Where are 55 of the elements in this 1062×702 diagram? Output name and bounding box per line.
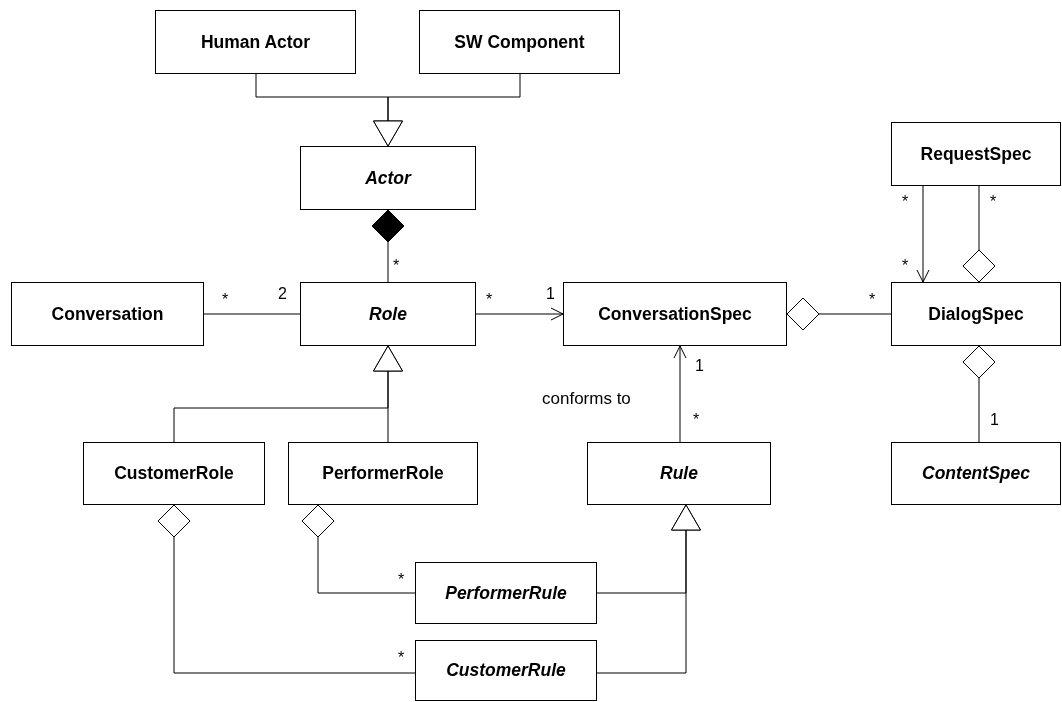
class-box	[155, 10, 356, 74]
class-name: RequestSpec	[920, 143, 1032, 165]
class-box	[891, 122, 1061, 186]
class-name: ConversationSpec	[598, 303, 752, 325]
class-box	[83, 442, 265, 505]
multiplicity-label: 1	[990, 412, 999, 428]
multiplicity-label: *	[398, 650, 405, 666]
class-box	[563, 282, 787, 346]
class-box	[419, 10, 620, 74]
class-box	[300, 282, 476, 346]
generalization-arrow	[373, 345, 403, 443]
class-box	[415, 640, 597, 701]
class-name: Human Actor	[200, 31, 311, 53]
class-name: Rule	[660, 463, 698, 484]
aggregation-line	[962, 345, 996, 443]
class-box	[415, 562, 597, 624]
aggregation-line	[962, 185, 996, 283]
multiplicity-label: *	[902, 194, 909, 210]
association-line	[203, 313, 301, 315]
multiplicity-label: 1	[546, 286, 555, 302]
aggregation-line	[786, 297, 892, 331]
class-name: ContentSpec	[922, 463, 1030, 484]
class-name: DialogSpec	[928, 303, 1024, 325]
class-box	[11, 282, 204, 346]
multiplicity-label: 1	[695, 358, 704, 374]
generalization-arrow	[596, 504, 701, 674]
multiplicity-label: *	[990, 194, 997, 210]
multiplicity-label: *	[693, 412, 700, 428]
class-name: Role	[369, 303, 407, 325]
aggregation-line	[157, 504, 416, 674]
multiplicity-label: *	[222, 292, 229, 308]
association-arrow	[916, 185, 930, 283]
generalization-arrow	[373, 73, 521, 147]
multiplicity-label: *	[486, 292, 493, 308]
composition-line	[371, 209, 405, 283]
class-name: Conversation	[51, 303, 164, 325]
aggregation-line	[301, 504, 416, 594]
multiplicity-label: 2	[278, 286, 287, 302]
multiplicity-label: *	[869, 292, 876, 308]
class-box	[891, 442, 1061, 505]
class-name: CustomerRule	[446, 660, 566, 681]
class-name: Actor	[365, 167, 411, 189]
association-arrow	[673, 345, 687, 443]
class-box	[288, 442, 478, 505]
class-name: PerformerRole	[322, 463, 444, 484]
association-arrow	[475, 307, 564, 321]
class-box	[587, 442, 771, 505]
multiplicity-label: *	[398, 572, 405, 588]
class-name: CustomerRole	[114, 463, 234, 484]
class-box	[891, 282, 1061, 346]
multiplicity-label: *	[902, 258, 909, 274]
class-box	[300, 146, 476, 210]
class-name: PerformerRule	[445, 582, 567, 604]
multiplicity-label: *	[393, 258, 400, 274]
class-name: SW Component	[454, 31, 585, 53]
